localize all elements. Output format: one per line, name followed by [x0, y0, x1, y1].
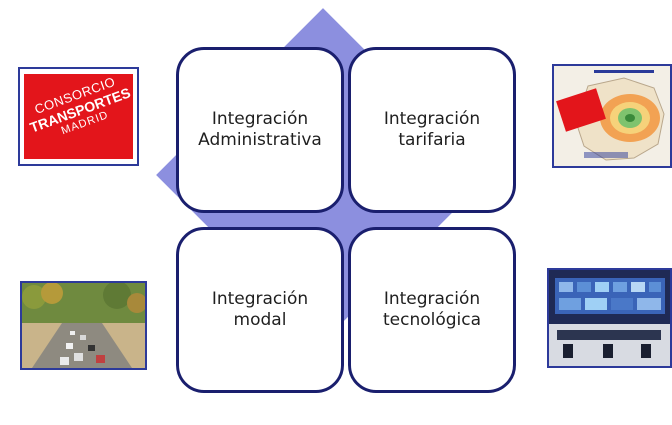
- traffic-illustration: [22, 283, 145, 368]
- transport-zones-map-image: [552, 64, 672, 168]
- box-integracion-modal: Integración modal: [176, 227, 344, 393]
- box-label: Integración Administrativa: [198, 109, 322, 150]
- logo-red-panel: CONSORCIO TRANSPORTES MADRID: [24, 74, 133, 159]
- box-integracion-tarifaria: Integración tarifaria: [348, 47, 516, 213]
- box-integracion-tecnologica: Integración tecnológica: [348, 227, 516, 393]
- box-label: Integración tecnológica: [382, 289, 482, 330]
- box-label: Integración modal: [211, 289, 309, 330]
- map-illustration: [554, 66, 670, 166]
- box-integracion-administrativa: Integración Administrativa: [176, 47, 344, 213]
- highway-traffic-photo: [20, 281, 147, 370]
- control-room-illustration: [549, 270, 670, 366]
- control-room-photo: [547, 268, 672, 368]
- consorcio-transportes-logo: CONSORCIO TRANSPORTES MADRID: [18, 67, 139, 166]
- box-label: Integración tarifaria: [383, 109, 481, 150]
